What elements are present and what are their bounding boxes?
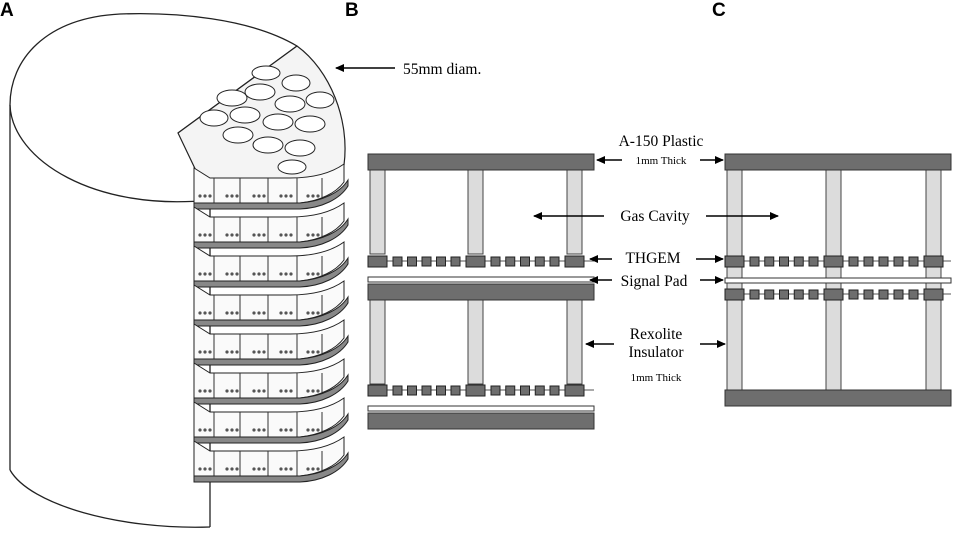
stack-layer: [193, 202, 349, 249]
panel-b-letter: B: [345, 0, 359, 21]
detector-stack: [193, 163, 349, 483]
stack-layer: [193, 241, 349, 288]
plastic-plate-middle-b: [367, 283, 595, 301]
panel-a: A: [0, 0, 481, 528]
stack-layer: [193, 163, 349, 210]
cylinder-top-outline: [9, 13, 298, 106]
cylinder-top-front: [9, 104, 211, 203]
panel-c-letter: C: [712, 0, 726, 21]
thgem-row: [367, 255, 594, 268]
label-thgem: THGEM: [625, 250, 680, 267]
label-a150-plastic: A-150 Plastic: [619, 133, 704, 150]
stack-layer: [193, 319, 349, 366]
plastic-plate-top-c: [724, 153, 952, 171]
honeycomb-holes: [199, 65, 335, 175]
label-signal-pad: Signal Pad: [621, 273, 688, 290]
cut-top-face: [177, 45, 346, 201]
label-insulator: Insulator: [628, 344, 684, 361]
thgem-row: [367, 384, 594, 397]
label-rexolite: Rexolite: [630, 326, 683, 343]
thgem-rows-c: [724, 255, 951, 301]
cylinder-bottom-edge: [9, 469, 211, 528]
label-insulator-thickness: 1mm Thick: [631, 372, 682, 384]
plastic-plate-bottom-c: [724, 389, 952, 407]
thgem-row: [724, 288, 951, 301]
thgem-rows-b: [367, 255, 594, 397]
panel-b: B: [345, 0, 595, 430]
plates-b: [367, 153, 595, 430]
labels: A-150 Plastic 1mm Thick Gas Cavity THGEM…: [533, 133, 779, 384]
label-arrows: [533, 156, 779, 348]
stack-layer: [193, 280, 349, 327]
panel-c: C: [712, 0, 952, 407]
thgem-row: [724, 255, 951, 268]
plastic-plate-bottom-b: [367, 412, 595, 430]
plastic-plate-top-b: [367, 153, 595, 171]
label-plastic-thickness: 1mm Thick: [636, 155, 687, 167]
plates-c: [724, 153, 952, 407]
label-gas-cavity: Gas Cavity: [620, 208, 690, 225]
diameter-label: 55mm diam.: [403, 61, 481, 78]
signal-pad-c: [724, 277, 952, 284]
stack-layer: [193, 397, 349, 444]
stack-layer: [193, 358, 349, 405]
stack-layer: [193, 436, 349, 483]
panel-a-letter: A: [0, 0, 14, 21]
